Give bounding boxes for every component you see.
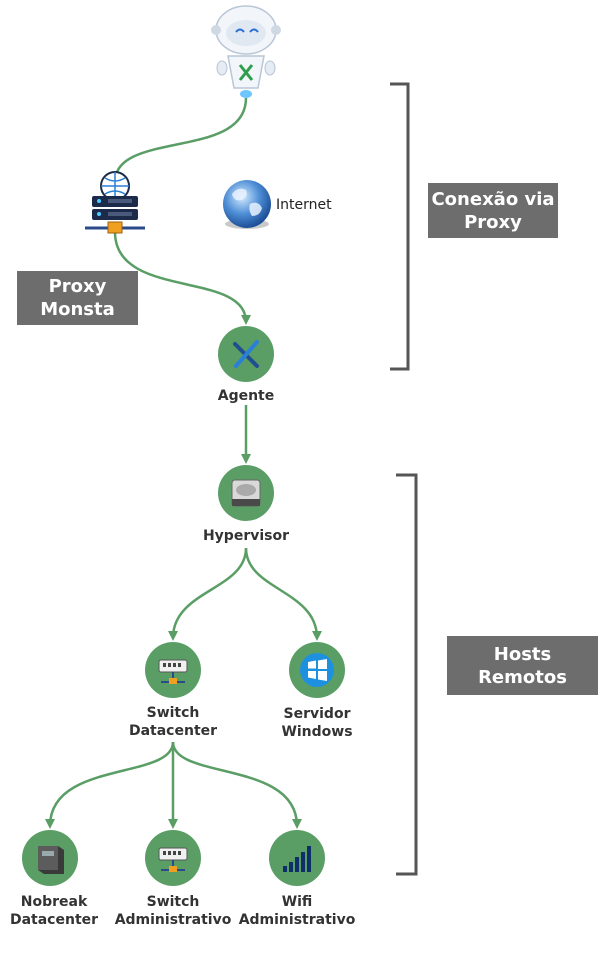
bracket-conexao [390,82,410,371]
server-globe-icon [85,171,145,234]
agente-node[interactable] [218,326,274,382]
switch-administrativo-node[interactable] [145,830,201,886]
hosts-line-2: Remotos [478,666,567,688]
switch-datacenter-line-2: Datacenter [128,723,218,739]
edge-robot-proxy [113,97,248,183]
switch-datacenter-line-1: Switch [146,705,200,721]
signal-bars-icon [283,846,311,872]
proxy-monsta-box: Proxy Monsta [17,271,138,325]
nobreak-datacenter-line-2: Datacenter [9,912,99,928]
nobreak-datacenter-label: Nobreak Datacenter [0,893,124,929]
switch-administrativo-line-1: Switch [146,894,200,910]
globe-icon [223,180,271,229]
hard-drive-icon [231,479,261,507]
hypervisor-node[interactable] [218,465,274,521]
nobreak-datacenter-node[interactable] [22,830,78,886]
servidor-windows-line-1: Servidor [283,706,351,722]
servidor-windows-label: Servidor Windows [247,705,387,741]
conexao-via-proxy-box: Conexão via Proxy [428,183,558,238]
edges [45,97,322,829]
hypervisor-label: Hypervisor [176,527,316,545]
proxy-monsta-line-2: Monsta [40,299,115,320]
agente-label: Agente [176,387,316,405]
internet-label: Internet [276,197,332,213]
robot-icon [211,5,281,98]
servidor-windows-line-2: Windows [281,724,353,740]
conexao-line-2: Proxy [464,211,522,233]
switch-datacenter-node[interactable] [145,642,201,698]
hosts-line-1: Hosts [493,643,552,665]
wifi-administrativo-label: Wifi Administrativo [227,893,367,929]
servidor-windows-node[interactable] [289,642,345,698]
agent-x-icon [233,340,259,368]
switch-icon [158,847,188,872]
wifi-administrativo-node[interactable] [269,830,325,886]
proxy-monsta-line-1: Proxy [48,276,107,297]
conexao-line-1: Conexão via [431,188,555,210]
switch-administrativo-line-2: Administrativo [114,912,232,928]
edge-switch-wifi [171,741,302,829]
edge-hypervisor-switch-datacenter [168,547,248,641]
agente-label-line-1: Agente [217,388,275,404]
edge-hypervisor-servidor-windows [244,547,322,641]
bracket-hosts [396,473,418,876]
ups-icon [38,846,64,874]
edge-switch-nobreak [45,741,175,829]
edge-proxy-agente [113,231,251,325]
switch-datacenter-label: Switch Datacenter [103,704,243,740]
hypervisor-label-line-1: Hypervisor [202,528,290,544]
hosts-remotos-box: Hosts Remotos [447,636,598,695]
switch-administrativo-label: Switch Administrativo [103,893,243,929]
windows-icon [300,653,334,687]
nobreak-datacenter-line-1: Nobreak [20,894,88,910]
wifi-administrativo-line-2: Administrativo [238,912,356,928]
switch-icon [158,659,188,684]
wifi-administrativo-line-1: Wifi [281,894,313,910]
